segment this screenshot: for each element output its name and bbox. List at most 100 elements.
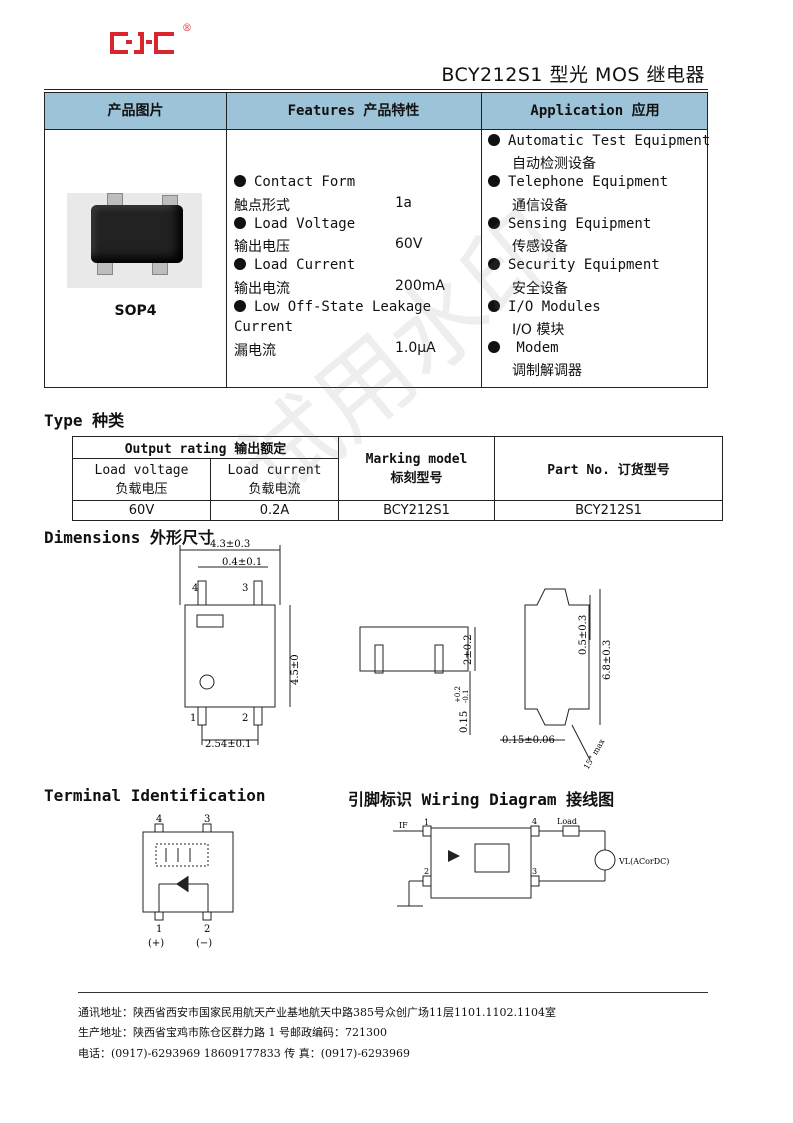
footer-phone: 电话：(0917)-6293969 18609177833 传 真：(0917)… [78,1047,411,1060]
dim-height: 2±0.2 [463,634,474,665]
pin-2-lead [253,706,263,726]
wiring-load-label: Load [557,818,577,826]
term-pin-3: 3 [204,814,210,825]
current-cell: 0.2A [209,500,340,521]
app-io-modules: I/O Modules [488,299,601,315]
wiring-if-label: IF [399,821,408,830]
marking-cell: BCY212S1 [338,500,496,521]
bullet-icon [488,175,500,187]
chip-body [91,205,183,263]
bullet-icon [488,258,500,270]
dimension-drawing: 4.3±0.3 0.4±0.1 4 3 1 2 2.54±0.1 4.5±0 2… [179,539,613,771]
bullet-icon [488,341,500,353]
pin-label-3: 3 [242,583,248,594]
pin-label-1: 1 [190,713,196,724]
bullet-icon [234,217,246,229]
feature-load-voltage-cn: 输出电压 [234,239,290,255]
app-security: Security Equipment [488,257,660,273]
dim-pin-width: 0.4±0.1 [222,557,262,568]
feature-leakage: Low Off-State Leakage [234,299,431,315]
part-cell: BCY212S1 [494,500,724,521]
dim-standoff-tol-down: -0.1 [462,690,470,704]
term-pin-2: 2 [204,924,210,935]
app-modem-cn: 调制解调器 [512,363,582,379]
feature-contact-form-cn: 触点形式 [234,198,290,214]
app-security-cn: 安全设备 [512,281,568,297]
load-voltage-header: Load voltage 负载电压 [72,458,211,501]
header-application: Application 应用 [530,103,660,119]
type-heading: Type 种类 [44,411,125,430]
wiring-diagram: IF Load VL(ACorDC) 1 2 3 4 [393,818,669,907]
column-divider [481,93,482,387]
term-plus: (+) [148,938,164,949]
feature-contact-form: Contact Form [234,174,355,190]
pin-label-2: 2 [242,713,248,724]
dim-standoff: 0.15 [459,711,470,733]
wiring-pin-2: 2 [424,867,429,876]
type-table: Output rating 输出额定 Marking model 标刻型号 Pa… [71,436,724,521]
pin-4-lead [197,580,207,606]
feature-leakage-line2: Current [234,319,294,335]
footer-factory-address: 生产地址：陕西省宝鸡市陈仓区群力路 1 号邮政编码：721300 [78,1026,387,1039]
document-title: BCY212S1 型光 MOS 继电器 [441,64,705,86]
led-icon [448,850,460,862]
dim-width: 4.3±0.3 [210,539,250,550]
feature-load-voltage-value: 60V [395,236,423,252]
wiring-pin-4: 4 [532,818,537,826]
bullet-icon [234,258,246,270]
footer-office-address: 通讯地址：陕西省西安市国家民用航天产业基地航天中路385号众创广场11层1101… [78,1006,556,1019]
term-minus: (−) [196,938,212,949]
registered-mark: ® [182,23,192,34]
dimensions-heading: Dimensions 外形尺寸 [44,528,214,547]
feature-contact-form-value: 1a [395,195,412,211]
feature-load-current: Load Current [234,257,355,273]
term-pin-4: 4 [156,814,162,825]
bullet-icon [234,175,246,187]
dim-overall-width: 6.8±0.3 [602,640,613,680]
end-view-body [524,588,590,726]
side-view-lead [374,644,384,674]
terminal-diagram: 4 3 1 2 (+) (−) [142,814,234,949]
pin-1-lead [197,706,207,726]
dim-lead-thickness: 0.15±0.06 [502,735,555,746]
app-sensing-cn: 传感设备 [512,239,568,255]
company-logo: ® [104,22,204,62]
dim-pitch: 2.54±0.1 [205,739,252,750]
header-features: Features 产品特性 [287,103,420,119]
feature-load-voltage: Load Voltage [234,216,355,232]
wiring-source-label: VL(ACorDC) [618,857,669,866]
app-io-modules-cn: I/O 模块 [512,322,565,338]
marking-model-header: Marking model 标刻型号 [338,436,496,501]
app-automatic-test: Automatic Test Equipment [488,133,710,149]
side-view-lead [434,644,444,674]
feature-leakage-value: 1.0μA [395,340,436,356]
top-view-logo [196,614,224,628]
wiring-pin-1: 1 [424,818,429,827]
part-no-header: Part No. 订货型号 [494,436,724,501]
app-automatic-test-cn: 自动检测设备 [512,156,596,172]
dim-angle: 15° max [582,737,607,771]
bullet-icon [488,300,500,312]
app-telephone-cn: 通信设备 [512,198,568,214]
load-current-header: Load current 负载电流 [209,458,340,501]
bullet-icon [488,217,500,229]
app-sensing: Sensing Equipment [488,216,651,232]
voltage-cell: 60V [72,500,211,521]
column-divider [226,93,227,387]
product-summary-table: 产品图片 Features 产品特性 Application 应用 SOP4 C… [44,92,710,388]
led-icon [176,876,188,892]
feature-leakage-cn: 漏电流 [234,343,276,359]
wiring-pin-3: 3 [532,867,537,876]
feature-load-current-value: 200mA [395,278,445,294]
table-header-row [45,93,707,130]
feature-load-current-cn: 输出电流 [234,281,290,297]
dim-standoff-tol-up: +0.2 [454,686,462,703]
dim-body-length: 4.5±0 [290,654,301,685]
pin1-marker [199,674,215,690]
pin-label-4: 4 [192,583,198,594]
header-product-image: 产品图片 [107,103,164,119]
wiring-heading: 引脚标识 Wiring Diagram 接线图 [348,790,615,809]
footer-divider [78,992,708,993]
side-view-body [359,626,469,672]
bullet-icon [488,134,500,146]
